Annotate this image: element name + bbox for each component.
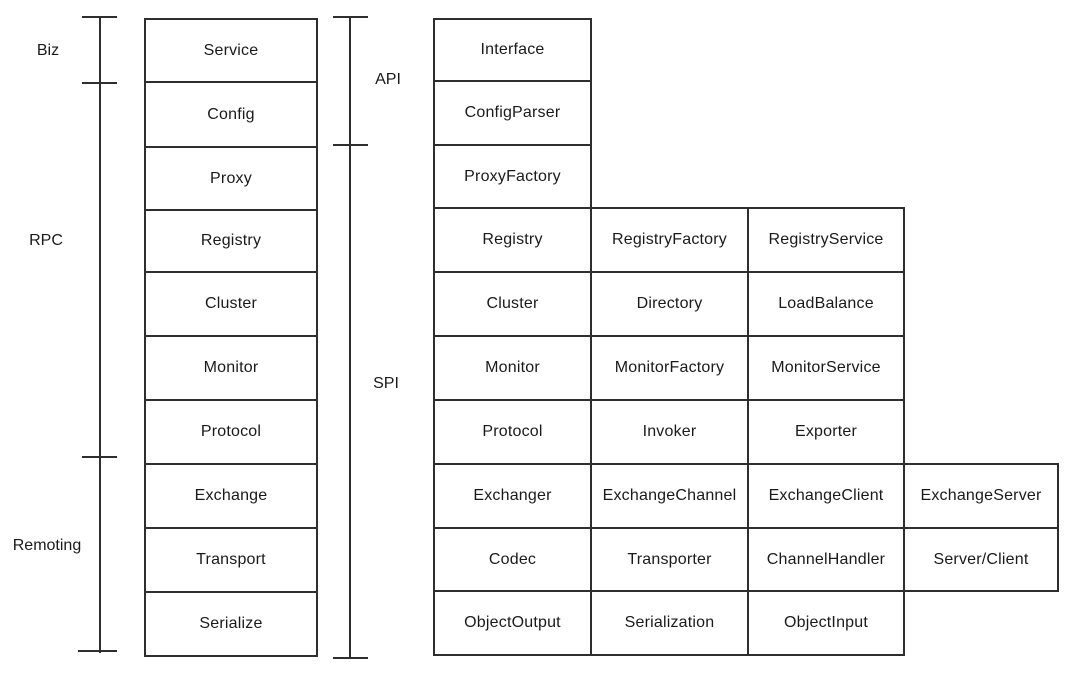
layer-bracket-line: [99, 17, 101, 653]
interface-cell-registry-label: Registry: [482, 231, 543, 248]
interface-cell-monitorservice: MonitorService: [747, 335, 905, 401]
layer-box-config-label: Config: [207, 105, 255, 123]
interface-cell-exchangeserver-label: ExchangeServer: [920, 487, 1042, 504]
interface-cell-serverclient: Server/Client: [903, 527, 1059, 592]
interface-cell-proxyfactory: ProxyFactory: [433, 144, 592, 209]
layer-box-transport-label: Transport: [196, 551, 266, 568]
layer-label-rpc: RPC: [0, 231, 92, 251]
interface-cell-objectinput: ObjectInput: [747, 590, 905, 656]
interface-cell-exchanger: Exchanger: [433, 463, 592, 529]
interface-cell-monitorfactory-label: MonitorFactory: [614, 359, 725, 376]
interface-cell-serialization: Serialization: [590, 590, 749, 656]
interface-cell-objectinput-label: ObjectInput: [783, 614, 869, 631]
interface-cell-serverclient-label: Server/Client: [933, 550, 1029, 568]
interface-cell-registry: Registry: [433, 207, 592, 273]
interface-label-spi: SPI: [356, 374, 416, 394]
interface-cell-interface-label: Interface: [480, 41, 545, 58]
interface-cell-loadbalance-label: LoadBalance: [778, 295, 874, 312]
interface-cell-exporter: Exporter: [747, 399, 905, 465]
layer-box-registry: Registry: [144, 209, 318, 273]
interface-bracket-line: [349, 17, 351, 659]
interface-cell-exchangeserver: ExchangeServer: [903, 463, 1059, 529]
layer-box-serialize-label: Serialize: [199, 615, 263, 632]
interface-cell-objectoutput: ObjectOutput: [433, 590, 592, 656]
layer-box-monitor: Monitor: [144, 335, 318, 401]
interface-bracket-tick-bottom: [333, 657, 368, 659]
layer-box-cluster-label: Cluster: [204, 295, 258, 312]
layer-box-service-label: Service: [203, 41, 259, 59]
interface-cell-proxyfactory-label: ProxyFactory: [464, 167, 561, 185]
layer-box-protocol-label: Protocol: [200, 423, 262, 440]
interface-cell-monitorservice-label: MonitorService: [771, 359, 881, 376]
interface-bracket-tick-top: [333, 16, 368, 18]
interface-cell-codec: Codec: [433, 527, 592, 592]
layer-box-config: Config: [144, 81, 318, 148]
interface-cell-channelhandler-label: ChannelHandler: [766, 550, 886, 568]
interface-cell-loadbalance: LoadBalance: [747, 271, 905, 337]
interface-label-api-text: API: [375, 71, 401, 88]
layer-box-registry-label: Registry: [200, 232, 262, 249]
layer-bracket-tick-biz-rpc: [82, 82, 117, 84]
layer-bracket-tick-bottom: [78, 650, 117, 652]
layer-label-remoting-text: Remoting: [12, 537, 82, 554]
interface-cell-directory: Directory: [590, 271, 749, 337]
interface-cell-serialization-label: Serialization: [624, 614, 715, 631]
interface-cell-protocol: Protocol: [433, 399, 592, 465]
interface-cell-exchanger-label: Exchanger: [473, 487, 552, 504]
layer-box-proxy-label: Proxy: [210, 169, 252, 187]
interface-cell-exchangechannel-label: ExchangeChannel: [602, 487, 737, 504]
interface-bracket-tick-api-spi: [333, 144, 368, 146]
interface-cell-registryservice: RegistryService: [747, 207, 905, 273]
layer-label-rpc-text: RPC: [29, 232, 63, 249]
interface-cell-channelhandler: ChannelHandler: [747, 527, 905, 592]
layer-box-cluster: Cluster: [144, 271, 318, 337]
interface-cell-configparser-label: ConfigParser: [464, 104, 561, 121]
layer-label-biz-text: Biz: [36, 42, 60, 59]
interface-cell-monitor: Monitor: [433, 335, 592, 401]
interface-cell-protocol-label: Protocol: [482, 423, 543, 440]
interface-cell-transporter-label: Transporter: [627, 550, 712, 568]
interface-cell-invoker: Invoker: [590, 399, 749, 465]
layer-bracket-tick-rpc-remoting: [82, 456, 117, 458]
interface-cell-registryservice-label: RegistryService: [768, 231, 884, 248]
layer-box-monitor-label: Monitor: [203, 359, 259, 376]
interface-label-spi-text: SPI: [373, 375, 399, 392]
interface-cell-invoker-label: Invoker: [642, 423, 697, 440]
layer-box-protocol: Protocol: [144, 399, 318, 465]
layer-box-exchange-label: Exchange: [194, 487, 268, 504]
interface-cell-registryfactory: RegistryFactory: [590, 207, 749, 273]
layer-label-remoting: Remoting: [0, 536, 94, 556]
interface-label-api: API: [358, 70, 418, 90]
interface-cell-exporter-label: Exporter: [794, 423, 858, 440]
layer-box-service: Service: [144, 18, 318, 83]
layer-bracket-tick-top: [82, 16, 117, 18]
interface-cell-cluster-label: Cluster: [486, 295, 539, 312]
interface-cell-objectoutput-label: ObjectOutput: [464, 614, 561, 631]
interface-cell-interface: Interface: [433, 18, 592, 82]
layer-label-biz: Biz: [0, 41, 96, 61]
layer-box-exchange: Exchange: [144, 463, 318, 529]
layer-box-transport: Transport: [144, 527, 318, 593]
interface-cell-exchangeclient-label: ExchangeClient: [768, 487, 884, 504]
layer-box-serialize: Serialize: [144, 591, 318, 657]
interface-cell-configparser: ConfigParser: [433, 80, 592, 146]
interface-cell-cluster: Cluster: [433, 271, 592, 337]
interface-cell-monitorfactory: MonitorFactory: [590, 335, 749, 401]
interface-cell-monitor-label: Monitor: [485, 359, 540, 376]
interface-cell-registryfactory-label: RegistryFactory: [611, 231, 728, 248]
interface-cell-exchangechannel: ExchangeChannel: [590, 463, 749, 529]
interface-cell-codec-label: Codec: [488, 550, 537, 568]
interface-cell-directory-label: Directory: [636, 295, 703, 312]
interface-cell-transporter: Transporter: [590, 527, 749, 592]
layer-box-proxy: Proxy: [144, 146, 318, 211]
interface-cell-exchangeclient: ExchangeClient: [747, 463, 905, 529]
